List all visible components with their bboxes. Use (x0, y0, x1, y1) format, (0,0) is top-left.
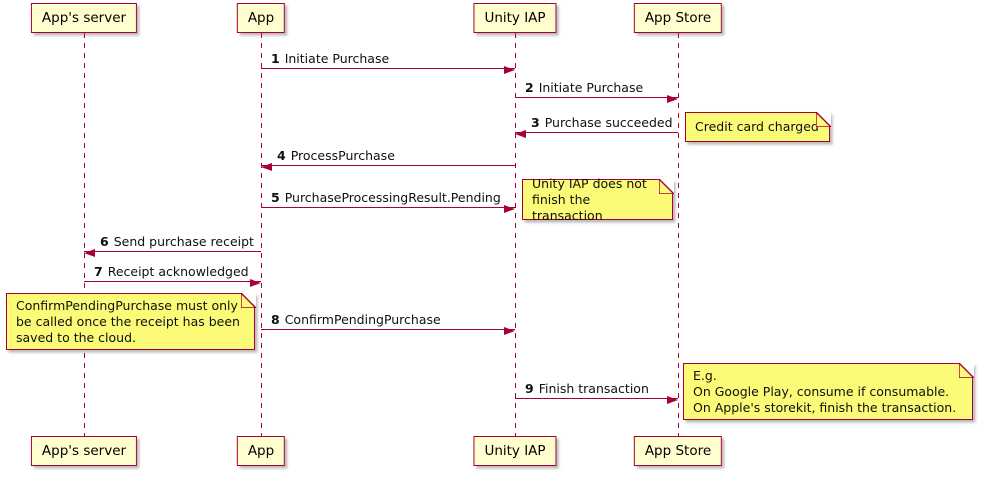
message-3-purchase-succeeded: 3 Purchase succeeded (515, 113, 678, 138)
participant-label: App's server (41, 443, 127, 459)
message-label: 2 Initiate Purchase (525, 80, 643, 95)
participant-label: App's server (41, 10, 127, 26)
arrowhead-right-icon (504, 204, 515, 213)
message-line (515, 97, 678, 98)
message-6-send-purchase-receipt: 6 Send purchase receipt (84, 232, 261, 257)
message-number: 1 (271, 51, 280, 66)
note-text: E.g. On Google Play, consume if consumab… (693, 367, 957, 415)
note-fold-icon (815, 111, 831, 127)
message-1-initiate-purchase: 1 Initiate Purchase (261, 49, 515, 74)
message-line (261, 207, 515, 208)
participant-bottom-apps-server: App's server (30, 436, 138, 466)
message-9-finish-transaction: 9 Finish transaction (515, 379, 678, 404)
message-line (84, 281, 261, 282)
message-number: 6 (100, 234, 109, 249)
message-text: Initiate Purchase (538, 80, 644, 95)
participant-top-apps-server: App's server (30, 3, 138, 33)
message-line (515, 398, 678, 399)
note-text: ConfirmPendingPurchase must only be call… (16, 297, 240, 345)
note-fold-icon (658, 178, 674, 194)
arrowhead-right-icon (667, 94, 678, 103)
participant-top-app-store: App Store (633, 3, 723, 33)
participant-label: Unity IAP (484, 10, 546, 26)
message-text: Finish transaction (538, 381, 649, 396)
message-label: 6 Send purchase receipt (100, 234, 254, 249)
arrowhead-left-icon (261, 162, 272, 171)
message-line (261, 165, 515, 166)
participant-bottom-app: App (236, 436, 286, 466)
arrowhead-right-icon (667, 395, 678, 404)
message-text: Receipt acknowledged (107, 264, 249, 279)
note-unity-iap-pending: Unity IAP does not finish the transactio… (522, 176, 674, 223)
participant-bottom-unity-iap: Unity IAP (473, 436, 557, 466)
message-label: 5 PurchaseProcessingResult.Pending (271, 190, 501, 205)
message-text: Initiate Purchase (284, 51, 390, 66)
message-number: 8 (271, 312, 280, 327)
participant-label: App Store (644, 443, 712, 459)
lifeline-app (260, 33, 262, 436)
message-5-purchase-processing-result-pending: 5 PurchaseProcessingResult.Pending (261, 188, 515, 213)
arrowhead-left-icon (515, 129, 526, 138)
participant-top-unity-iap: Unity IAP (473, 3, 557, 33)
message-number: 4 (277, 148, 286, 163)
message-line (515, 132, 678, 133)
note-fold-icon (958, 362, 974, 378)
message-text: ProcessPurchase (290, 148, 395, 163)
message-number: 3 (531, 115, 540, 130)
message-label: 4 ProcessPurchase (277, 148, 395, 163)
message-line (261, 68, 515, 69)
participant-bottom-app-store: App Store (633, 436, 723, 466)
arrowhead-left-icon (84, 248, 95, 257)
message-4-process-purchase: 4 ProcessPurchase (261, 146, 515, 171)
message-label: 8 ConfirmPendingPurchase (271, 312, 441, 327)
lifeline-app-store (677, 33, 679, 436)
message-label: 1 Initiate Purchase (271, 51, 389, 66)
message-number: 7 (94, 264, 103, 279)
message-number: 9 (525, 381, 534, 396)
note-fold-icon (240, 292, 256, 308)
note-finish-transaction-examples: E.g. On Google Play, consume if consumab… (683, 362, 974, 420)
arrowhead-right-icon (504, 65, 515, 74)
lifeline-unity-iap (514, 33, 516, 436)
message-text: ConfirmPendingPurchase (284, 312, 441, 327)
participant-label: Unity IAP (484, 443, 546, 459)
message-label: 7 Receipt acknowledged (94, 264, 249, 279)
message-line (261, 329, 515, 330)
message-2-initiate-purchase: 2 Initiate Purchase (515, 78, 678, 103)
note-confirm-pending-purchase: ConfirmPendingPurchase must only be call… (6, 292, 256, 350)
message-number: 5 (271, 190, 280, 205)
participant-label: App (247, 443, 275, 459)
message-line (84, 251, 261, 252)
participant-top-app: App (236, 3, 286, 33)
message-text: Send purchase receipt (113, 234, 254, 249)
message-8-confirm-pending-purchase: 8 ConfirmPendingPurchase (261, 310, 515, 335)
message-number: 2 (525, 80, 534, 95)
message-text: PurchaseProcessingResult.Pending (284, 190, 501, 205)
message-label: 3 Purchase succeeded (531, 115, 673, 130)
note-text: Unity IAP does not finish the transactio… (532, 175, 647, 223)
message-label: 9 Finish transaction (525, 381, 649, 396)
participant-label: App (247, 10, 275, 26)
message-text: Purchase succeeded (544, 115, 673, 130)
note-credit-card-charged: Credit card charged (685, 111, 831, 142)
lifeline-apps-server (83, 33, 85, 436)
participant-label: App Store (644, 10, 712, 26)
arrowhead-right-icon (504, 326, 515, 335)
arrowhead-right-icon (250, 278, 261, 287)
message-7-receipt-acknowledged: 7 Receipt acknowledged (84, 262, 261, 287)
note-text: Credit card charged (695, 119, 819, 134)
